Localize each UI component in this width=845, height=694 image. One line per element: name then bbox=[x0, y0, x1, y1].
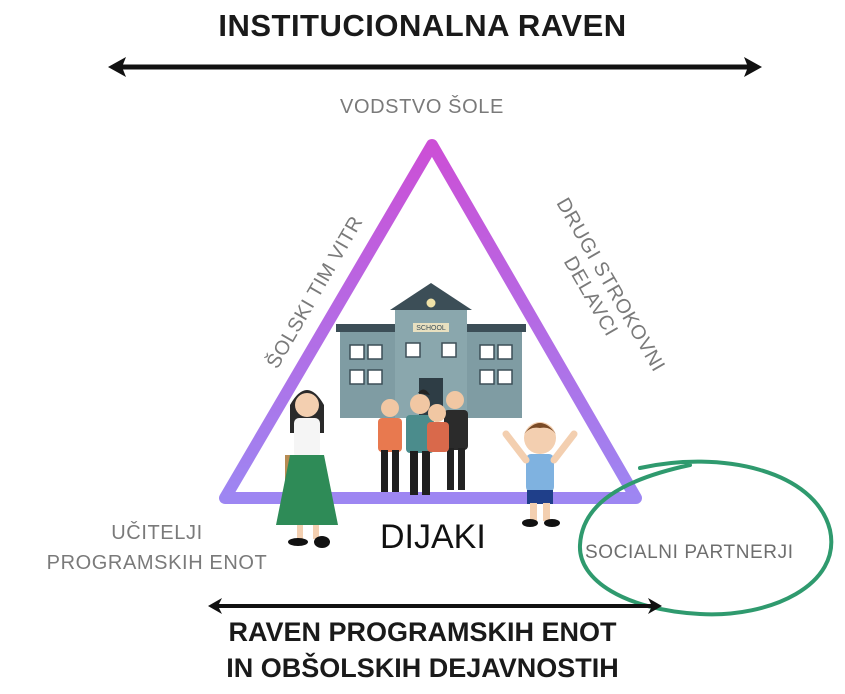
bottom-left-label-line2: PROGRAMSKIH ENOT bbox=[46, 552, 268, 574]
arrowhead-left-icon bbox=[108, 57, 126, 77]
people-group-icon bbox=[378, 389, 468, 495]
circled-label: SOCIALNI PARTNERJI bbox=[585, 542, 794, 563]
apex-label: VODSTVO ŠOLE bbox=[340, 96, 504, 118]
program-level-line bbox=[208, 598, 662, 614]
arrowhead-left-icon bbox=[208, 598, 222, 614]
school-building-icon: SCHOOL bbox=[336, 283, 526, 418]
highlight-circle bbox=[577, 459, 834, 617]
school-sign: SCHOOL bbox=[416, 325, 446, 332]
bottom-title-line1: RAVEN PROGRAMSKIH ENOT bbox=[228, 617, 617, 647]
top-title: INSTITUCIONALNA RAVEN bbox=[218, 8, 627, 43]
bottom-title: RAVEN PROGRAMSKIH ENOT IN OBŠOLSKIH DEJA… bbox=[0, 614, 845, 686]
center-label: DIJAKI bbox=[380, 518, 486, 556]
bottom-left-label: UČITELJI PROGRAMSKIH ENOT bbox=[22, 518, 292, 578]
student-boy-icon bbox=[502, 422, 578, 527]
triangle-outline bbox=[219, 139, 642, 504]
bottom-left-label-line1: UČITELJI bbox=[111, 522, 203, 544]
institutional-level-line bbox=[108, 57, 762, 77]
student-girl-icon bbox=[276, 390, 338, 548]
bottom-title-line2: IN OBŠOLSKIH DEJAVNOSTIH bbox=[226, 653, 619, 683]
arrowhead-right-icon bbox=[744, 57, 762, 77]
arrowhead-right-icon bbox=[648, 598, 662, 614]
